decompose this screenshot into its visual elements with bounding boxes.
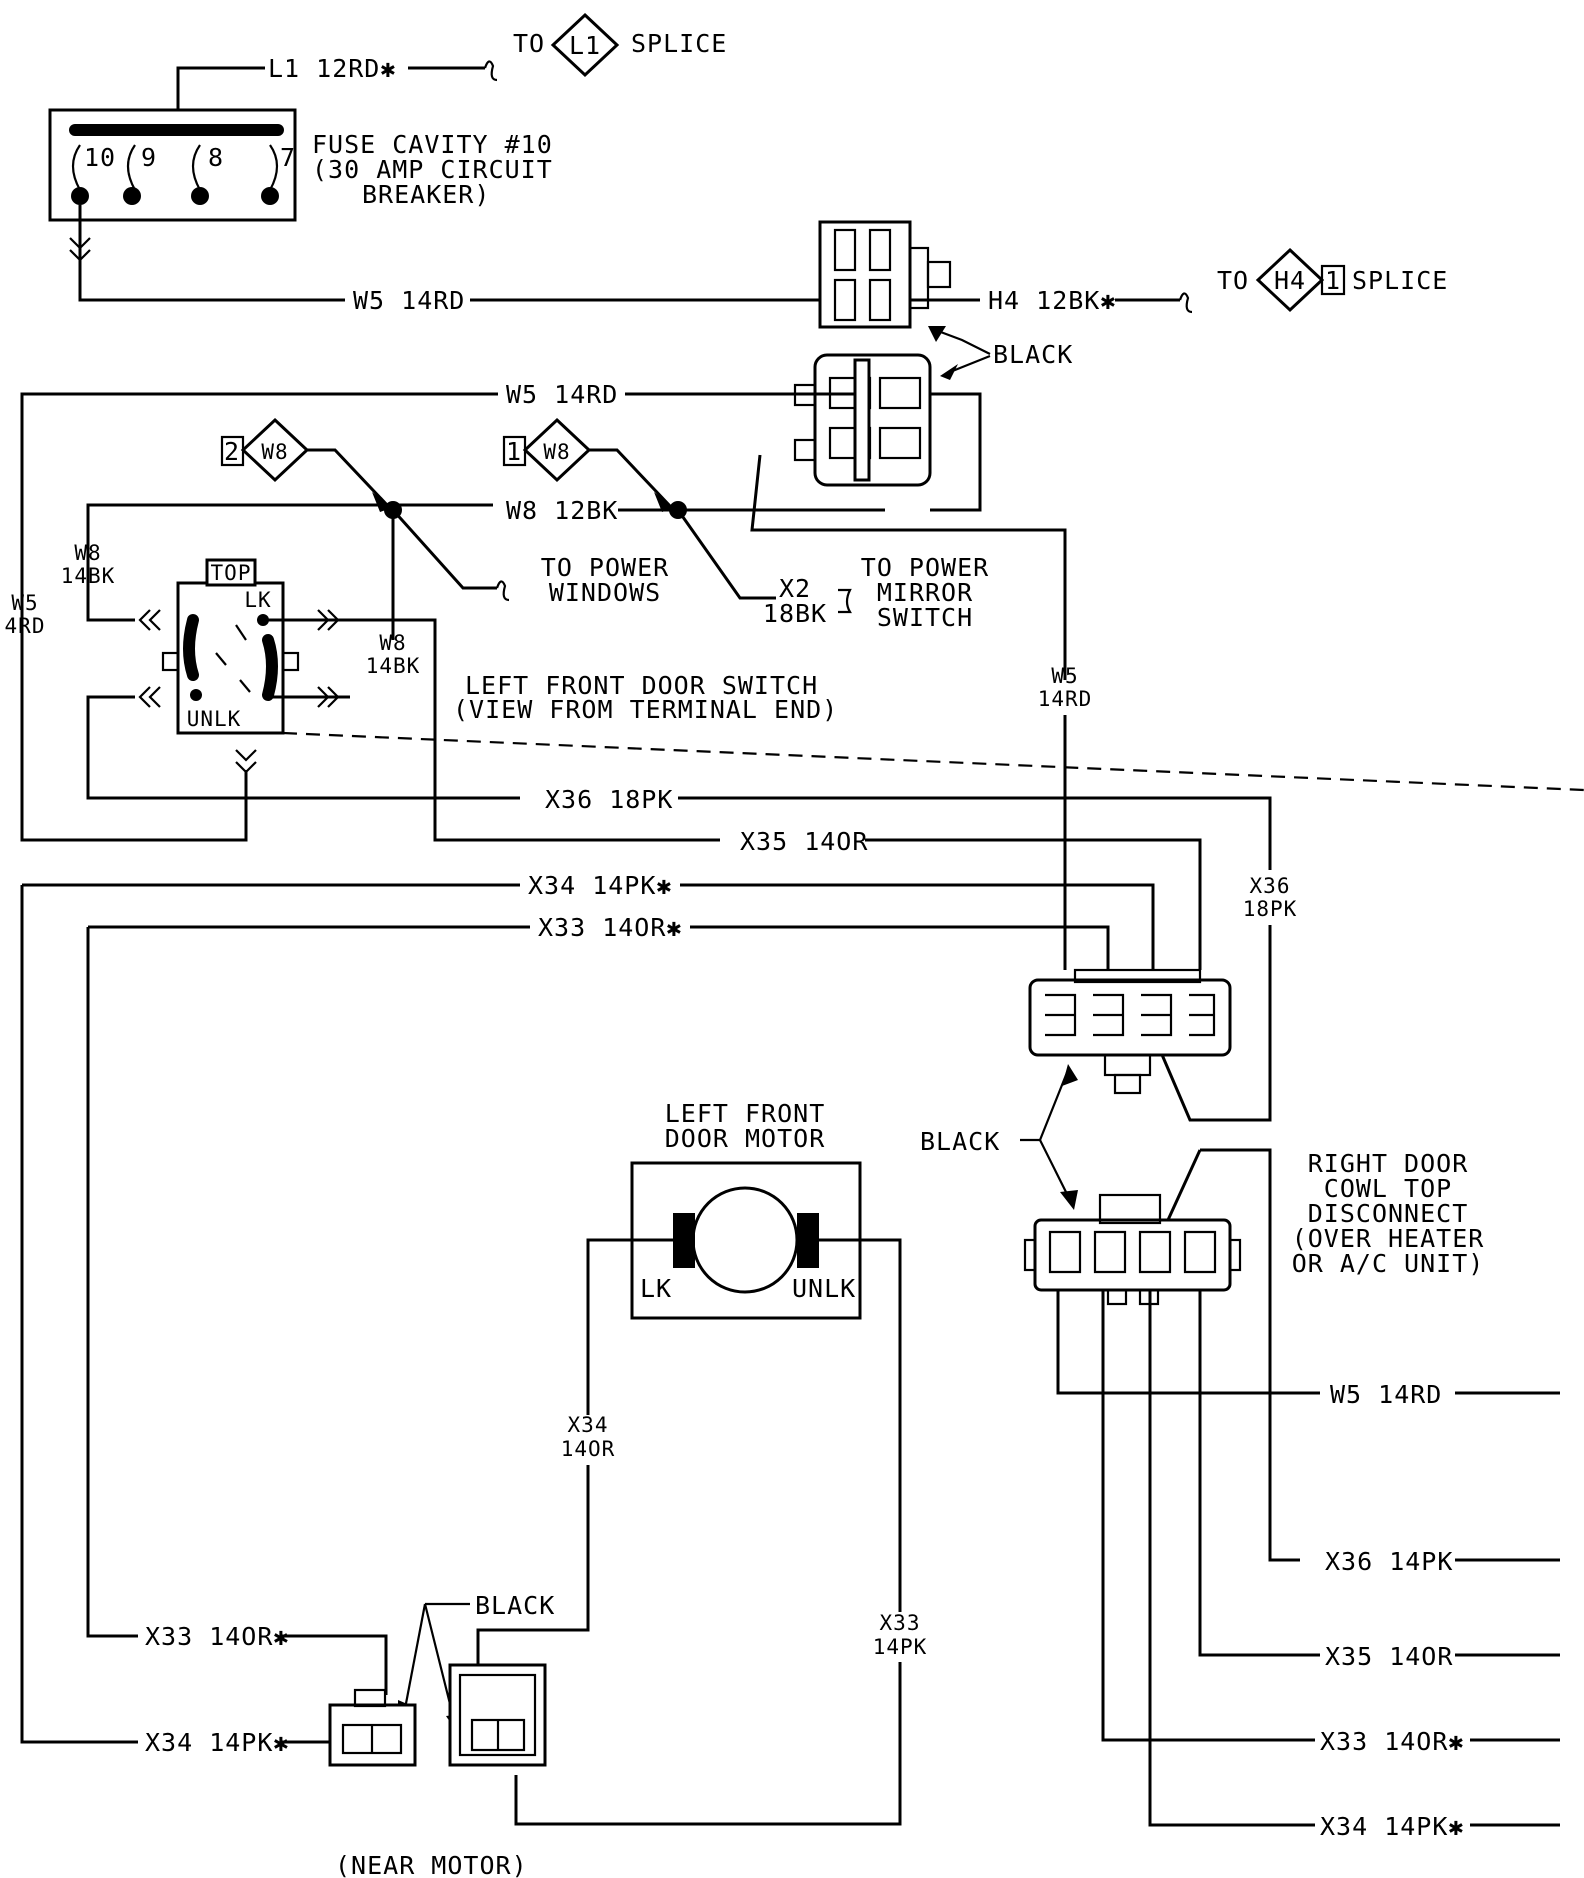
black-top-label: BLACK xyxy=(993,340,1073,369)
fuse-label-10: 10 xyxy=(84,143,116,172)
x2-label-1: X2 xyxy=(779,574,811,603)
right-black-label-group: BLACK xyxy=(920,1064,1078,1210)
switch-title-2: (VIEW FROM TERMINAL END) xyxy=(453,695,838,724)
motor-title-2: DOOR MOTOR xyxy=(665,1124,826,1153)
motor-x34-2: 14OR xyxy=(561,1437,616,1461)
h4-splice-label: SPLICE xyxy=(1352,266,1448,295)
switch-title-1: LEFT FRONT DOOR SWITCH xyxy=(465,671,818,700)
left-front-door-motor: LEFT FRONT DOOR MOTOR LK UNLK X34 14OR X… xyxy=(145,1099,928,1878)
h4-to-label: TO xyxy=(1217,266,1249,295)
upper-connectors: H4 12BK✱ TO H4 1 SPLICE BLACK xyxy=(793,220,1448,487)
fuse-title-2: (30 AMP CIRCUIT xyxy=(312,155,553,184)
right-x33-label: X33 14OR✱ xyxy=(1320,1727,1464,1756)
x36-vertical-2: 18PK xyxy=(1243,897,1298,921)
l1-to-label: TO xyxy=(513,29,545,58)
right-black-label: BLACK xyxy=(920,1127,1000,1156)
right-cowl-connector: RIGHT DOOR COWL TOP DISCONNECT (OVER HEA… xyxy=(1023,1148,1560,1841)
cowl-title-5: OR A/C UNIT) xyxy=(1292,1249,1485,1278)
h4-badge-num: 1 xyxy=(1325,266,1341,295)
switch-unlk-label: UNLK xyxy=(187,707,242,731)
fuse-section: L1 12RD✱ TO L1 SPLICE 10 9 8 7 FUSE CAVI… xyxy=(48,12,820,315)
switch-top-label: TOP xyxy=(211,561,252,585)
motor-black-label: BLACK xyxy=(475,1591,555,1620)
switch-lk-label: LK xyxy=(244,588,271,612)
black-connector-body xyxy=(813,353,932,487)
mirror-3: SWITCH xyxy=(877,603,973,632)
w5-left-1: W5 xyxy=(11,591,38,615)
x33-wire-label: X33 14OR✱ xyxy=(538,913,682,942)
cowl-title-2: COWL TOP xyxy=(1324,1174,1452,1203)
mirror-1: TO POWER xyxy=(861,553,989,582)
ground-section: 2 W8 1 W8 W8 12BK TO POWER WINDOWS X2 18… xyxy=(86,417,989,632)
harness-wires: X36 18PK X36 18PK X35 14OR X34 14PK✱ X33… xyxy=(20,785,1298,1744)
motor-x33-2: 14PK xyxy=(873,1635,928,1659)
fuse-label-8: 8 xyxy=(208,143,224,172)
l1-splice-badge xyxy=(550,12,620,78)
right-x36-label: X36 14PK xyxy=(1325,1547,1453,1576)
fuse-label-9: 9 xyxy=(141,143,157,172)
h4-splice-badge xyxy=(1255,247,1325,313)
right-x34-label: X34 14PK✱ xyxy=(1320,1812,1464,1841)
near-motor-label: (NEAR MOTOR) xyxy=(335,1851,528,1878)
cowl-title-3: DISCONNECT xyxy=(1308,1199,1469,1228)
motor-title-1: LEFT FRONT xyxy=(665,1099,826,1128)
motor-x33-1: X33 xyxy=(880,1611,921,1635)
harness-connector-upper xyxy=(1028,968,1232,1095)
fuse-title-1: FUSE CAVITY #10 xyxy=(312,130,553,159)
g2-label: W8 xyxy=(261,440,288,464)
l1-wire-label: L1 12RD✱ xyxy=(268,54,396,83)
motor-x34-1: X34 xyxy=(568,1413,609,1437)
w8-main-label: W8 12BK xyxy=(506,496,618,525)
g1-label: W8 xyxy=(543,440,570,464)
l1-splice-label: SPLICE xyxy=(631,29,727,58)
power-windows-1: TO POWER xyxy=(541,553,669,582)
power-windows-2: WINDOWS xyxy=(549,578,661,607)
motor-unlk-label: UNLK xyxy=(792,1274,856,1303)
w8-ground-2 xyxy=(240,417,310,483)
w8-left-2: 14BK xyxy=(61,564,116,588)
motor-lk-label: LK xyxy=(640,1274,672,1303)
g1-num: 1 xyxy=(506,437,522,466)
h4-badge-text: H4 xyxy=(1274,266,1306,295)
w8-left-1: W8 xyxy=(74,541,101,565)
x35-wire-label: X35 14OR xyxy=(740,827,868,856)
right-x35-label: X35 14OR xyxy=(1325,1642,1453,1671)
fuse-label-7: 7 xyxy=(280,143,296,172)
motor-x33-bottom: X33 14OR✱ xyxy=(145,1622,289,1651)
fuse-title-3: BREAKER) xyxy=(362,180,490,209)
cowl-title-4: (OVER HEATER xyxy=(1292,1224,1485,1253)
w5-vertical-1: W5 xyxy=(1051,664,1078,688)
motor-x34-bottom: X34 14PK✱ xyxy=(145,1728,289,1757)
left-front-door-switch: W8 14BK W5 4RD TOP LK UNLK W8 14BK LEFT … xyxy=(5,515,1584,970)
l1-badge-text: L1 xyxy=(569,31,601,60)
w8-right-1: W8 xyxy=(379,631,406,655)
g2-num: 2 xyxy=(224,437,240,466)
right-w5-label: W5 14RD xyxy=(1330,1380,1442,1409)
upper-connector-body xyxy=(818,220,912,329)
w8-right-2: 14BK xyxy=(366,654,421,678)
mirror-2: MIRROR xyxy=(877,578,973,607)
w5-vertical-2: 14RD xyxy=(1038,687,1093,711)
x36-wire-label: X36 18PK xyxy=(545,785,673,814)
cowl-title-1: RIGHT DOOR xyxy=(1308,1149,1469,1178)
x2-label-2: 18BK xyxy=(763,599,827,628)
x36-vertical-1: X36 xyxy=(1250,874,1291,898)
h4-wire-label: H4 12BK✱ xyxy=(988,286,1116,315)
w8-ground-1 xyxy=(522,417,592,483)
x34-wire-label: X34 14PK✱ xyxy=(528,871,672,900)
w5-top-label: W5 14RD xyxy=(353,286,465,315)
w5-second-run: W5 14RD xyxy=(20,380,1067,842)
w5-second-label: W5 14RD xyxy=(506,380,618,409)
w5-left-2: 4RD xyxy=(5,614,46,638)
